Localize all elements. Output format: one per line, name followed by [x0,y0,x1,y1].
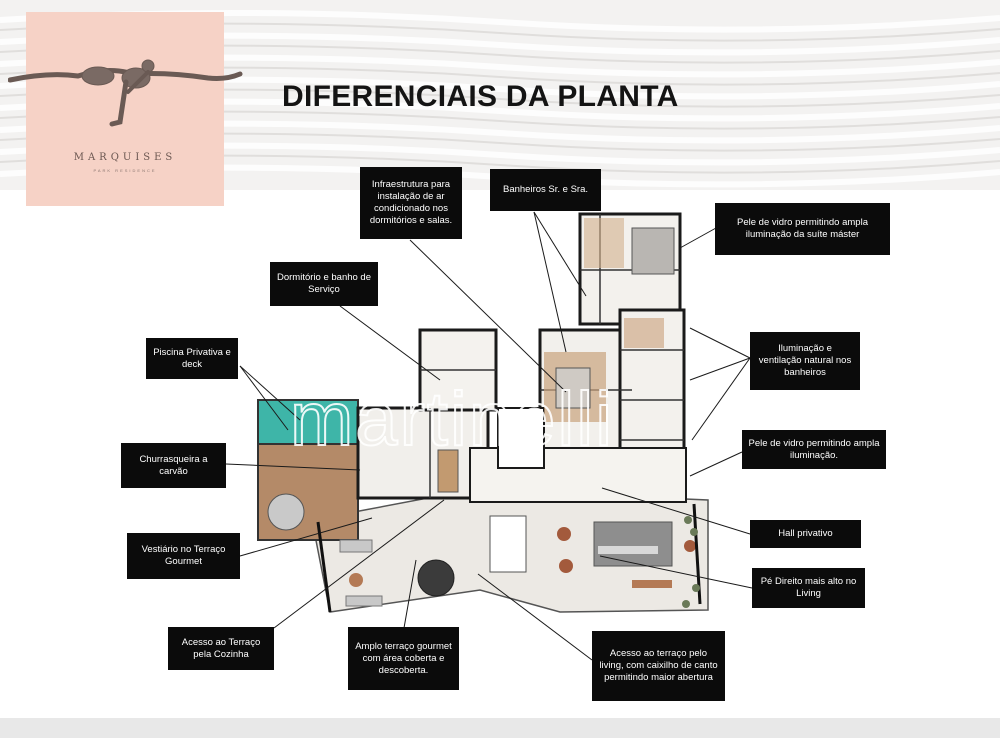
callout-pe-direito: Pé Direito mais alto no Living [752,568,865,608]
slide-title: DIFERENCIAIS DA PLANTA [282,80,679,113]
slide: MARQUISES PARK RESIDENCE DIFERENCIAIS DA… [0,0,1000,718]
callout-acesso-living: Acesso ao terraço pelo living, com caixi… [592,631,725,701]
callout-pele-vidro: Pele de vidro permitindo ampla iluminaçã… [742,430,886,469]
callout-pele-vidro-suite: Pele de vidro permitindo ampla iluminaçã… [715,203,890,255]
callout-amplo-terraco: Amplo terraço gourmet com área coberta e… [348,627,459,690]
brand-logo-panel: MARQUISES PARK RESIDENCE [8,12,243,206]
callout-dormitorio-servico: Dormitório e banho de Serviço [270,262,378,306]
callout-banheiros: Banheiros Sr. e Sra. [490,169,601,211]
callout-vestiario: Vestiário no Terraço Gourmet [127,533,240,579]
acrobat-figure-image [8,59,243,127]
floor-plan-image [225,211,753,661]
callout-infraestrutura: Infraestrutura para instalação de ar con… [360,167,462,239]
callout-acesso-cozinha: Acesso ao Terraço pela Cozinha [168,627,274,670]
brand-subtitle: PARK RESIDENCE [93,168,157,173]
callout-hall: Hall privativo [750,520,861,548]
brand-name: MARQUISES [73,152,177,163]
callout-piscina: Piscina Privativa e deck [146,338,238,379]
watermark-text: martinelli [289,376,615,463]
callout-iluminacao-banheiros: Iluminação e ventilação natural nos banh… [750,332,860,390]
bottom-margin [0,718,1000,738]
callout-churrasqueira: Churrasqueira a carvão [121,443,226,488]
